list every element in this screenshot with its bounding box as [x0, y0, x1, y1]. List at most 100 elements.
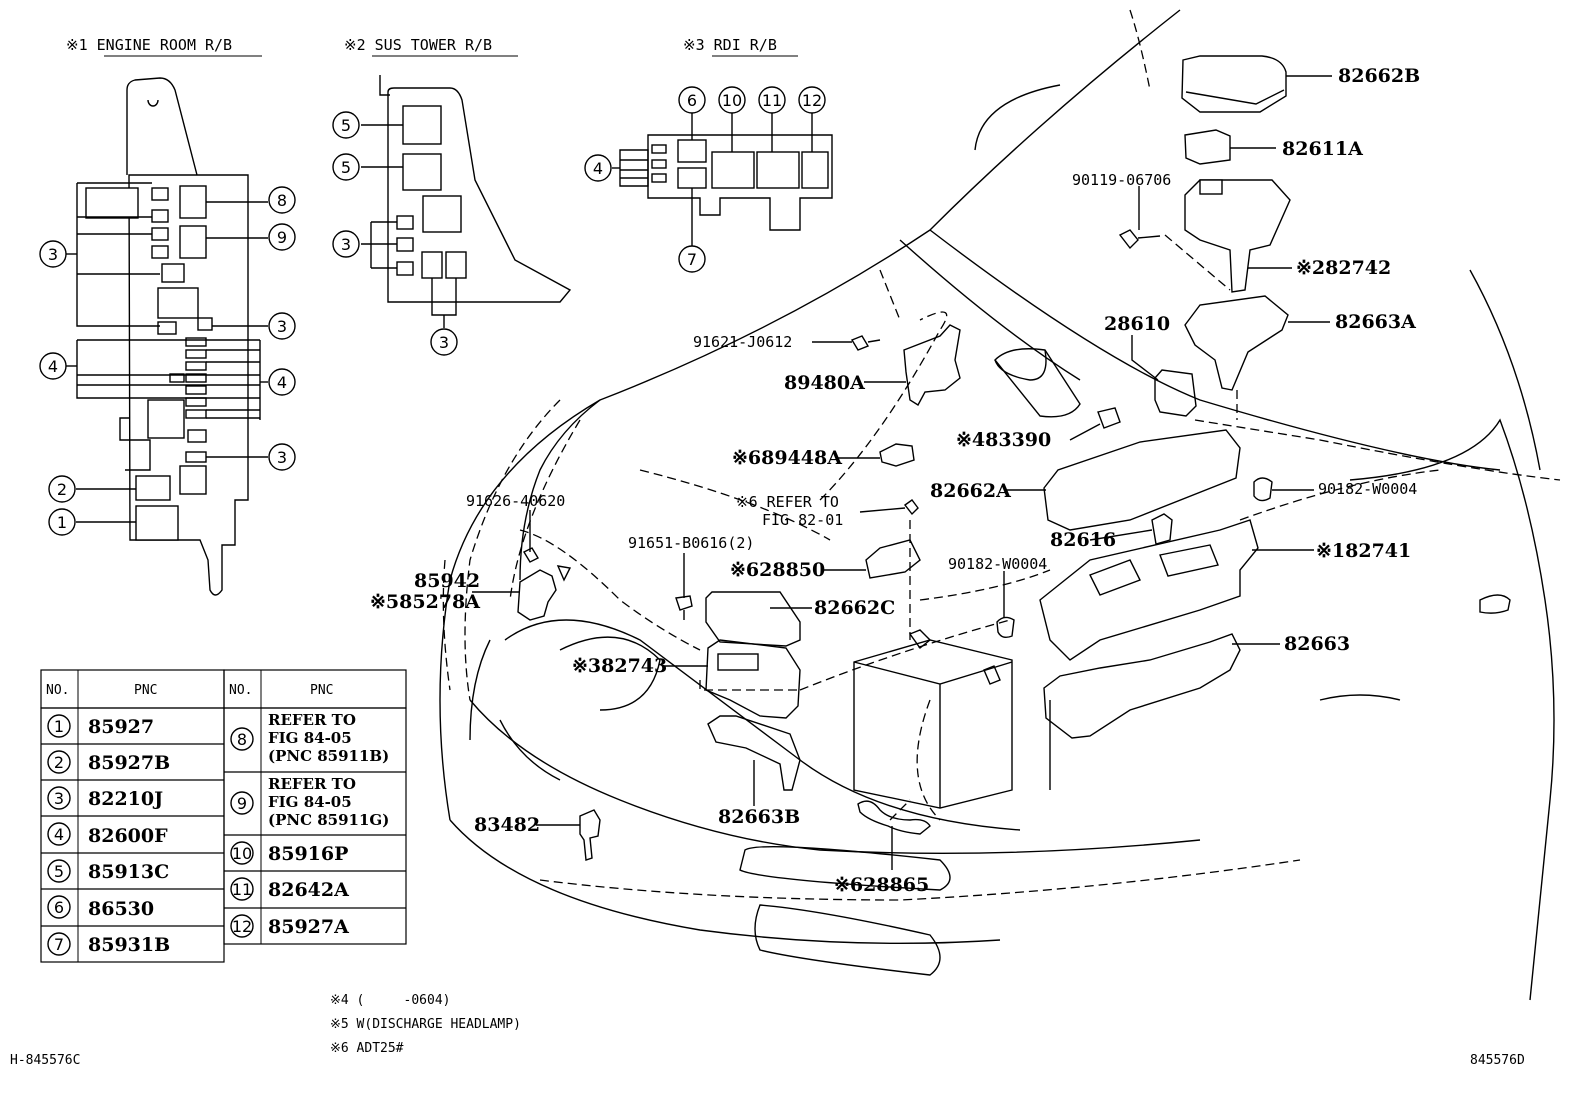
part-83390: ※483390 — [956, 429, 1051, 451]
table-row-no: 9 — [237, 794, 247, 813]
part-28850: ※628850 — [730, 559, 825, 581]
callout-4: 4 — [277, 373, 287, 392]
part-90119-06706: 90119-06706 — [1072, 171, 1171, 189]
footer-left-code: H-845576C — [10, 1053, 80, 1068]
note-5: ※5 W(DISCHARGE HEADLAMP) — [330, 1017, 521, 1032]
callout-5: 5 — [341, 158, 351, 177]
refer-note-line2: FIG 82-01 — [762, 511, 843, 529]
callout-7: 7 — [687, 250, 697, 269]
sus-tower-callouts: 5 5 3 3 — [332, 111, 458, 356]
callout-4: 4 — [593, 159, 603, 178]
engine-room-rb-title: ※1 ENGINE ROOM R/B — [66, 36, 232, 54]
table-row-pnc: 85931B — [88, 934, 170, 956]
part-89448A: ※689448A — [732, 447, 842, 469]
part-82742: ※282742 — [1296, 257, 1391, 279]
table-row-no: 5 — [54, 862, 64, 881]
part-82662A: 82662A — [930, 480, 1011, 502]
table-row-pnc: (PNC 85911G) — [268, 811, 389, 829]
table-row-pnc: 85913C — [88, 861, 169, 883]
part-82663A: 82663A — [1335, 311, 1416, 333]
part-82743: ※382743 — [572, 655, 667, 677]
callout-12: 12 — [802, 91, 822, 110]
part-85278A: ※585278A — [370, 591, 480, 613]
pnc-table: NO. PNC NO. PNC 1 85927 2 85927B 3 82210… — [40, 669, 407, 963]
table-row-no: 6 — [54, 898, 64, 917]
vehicle-outline — [439, 9, 1555, 1001]
table-row-pnc: (PNC 85911B) — [268, 747, 389, 765]
part-82611A: 82611A — [1282, 138, 1363, 160]
table-header-no: NO. — [229, 683, 252, 698]
part-91621-J0612: 91621-J0612 — [693, 333, 792, 351]
part-28610: 28610 — [1104, 313, 1170, 335]
part-28865: ※628865 — [834, 874, 929, 896]
table-row-no: 3 — [54, 789, 64, 808]
rdi-callouts: 4 6 10 11 12 7 — [584, 86, 826, 273]
table-row-no: 10 — [232, 844, 252, 863]
table-row-pnc: FIG 84-05 — [268, 793, 352, 811]
sus-tower-rb-title: ※2 SUS TOWER R/B — [344, 36, 492, 54]
table-header-pnc: PNC — [310, 683, 333, 698]
rdi-rb-drawing — [612, 113, 833, 246]
callout-8: 8 — [277, 191, 287, 210]
leader-lines — [472, 75, 1332, 870]
table-row-pnc: 85927B — [88, 752, 170, 774]
callout-10: 10 — [722, 91, 742, 110]
callout-3: 3 — [277, 317, 287, 336]
table-header-no: NO. — [46, 683, 69, 698]
part-91651-B0616: 91651-B0616(2) — [628, 534, 754, 552]
table-row-no: 4 — [54, 825, 64, 844]
table-row-pnc: FIG 84-05 — [268, 729, 352, 747]
dashed-references — [442, 9, 1561, 901]
part-91626-40620: 91626-40620 — [466, 492, 565, 510]
callout-6: 6 — [687, 91, 697, 110]
callout-1: 1 — [57, 513, 67, 532]
table-row-pnc: 85927A — [268, 916, 349, 938]
callout-3: 3 — [439, 333, 449, 352]
table-row-pnc: 86530 — [88, 898, 154, 920]
table-row-no: 2 — [54, 753, 64, 772]
callout-4: 4 — [48, 357, 58, 376]
table-row-pnc: 85927 — [88, 716, 154, 738]
rdi-rb-title: ※3 RDI R/B — [683, 36, 777, 54]
part-83482: 83482 — [474, 814, 540, 836]
table-row-pnc: REFER TO — [268, 711, 356, 729]
engine-room-callouts: 8 9 3 3 4 4 3 2 1 — [39, 186, 296, 536]
refer-note-line1: ※6 REFER TO — [736, 493, 839, 511]
table-row-no: 12 — [232, 917, 252, 936]
footer-right-code: 845576D — [1470, 1053, 1525, 1068]
callout-9: 9 — [277, 228, 287, 247]
table-row-no: 7 — [54, 935, 64, 954]
part-82662B: 82662B — [1338, 65, 1420, 87]
table-row-pnc: REFER TO — [268, 775, 356, 793]
part-82741: ※182741 — [1316, 540, 1411, 562]
note-4: ※4 ( -0604) — [330, 993, 450, 1008]
callout-3: 3 — [48, 245, 58, 264]
table-row-pnc: 82642A — [268, 879, 349, 901]
part-90182-W0004-b: 90182-W0004 — [948, 555, 1047, 573]
part-89480A: 89480A — [784, 372, 865, 394]
callout-3: 3 — [277, 448, 287, 467]
part-85942: 85942 — [414, 570, 480, 592]
table-row-pnc: 82210J — [88, 788, 163, 810]
table-row-no: 1 — [54, 717, 64, 736]
table-row-pnc: 82600F — [88, 825, 168, 847]
callout-11: 11 — [762, 91, 782, 110]
table-row-pnc: 85916P — [268, 843, 348, 865]
part-82662C: 82662C — [814, 597, 895, 619]
table-row-no: 11 — [232, 880, 252, 899]
sus-tower-rb-drawing — [361, 75, 572, 328]
callout-3: 3 — [341, 235, 351, 254]
callout-2: 2 — [57, 480, 67, 499]
note-6: ※6 ADT25# — [330, 1041, 404, 1056]
part-82663B: 82663B — [718, 806, 800, 828]
part-82616: 82616 — [1050, 529, 1116, 551]
callout-5: 5 — [341, 116, 351, 135]
part-90182-W0004: 90182-W0004 — [1318, 480, 1417, 498]
part-82663: 82663 — [1284, 633, 1350, 655]
table-header-pnc: PNC — [134, 683, 157, 698]
part-labels: 82662B 82611A 90119-06706 ※282742 28610 … — [370, 65, 1420, 896]
table-row-no: 8 — [237, 730, 247, 749]
component-shapes — [517, 55, 1291, 861]
engine-room-rb-drawing — [66, 77, 268, 596]
